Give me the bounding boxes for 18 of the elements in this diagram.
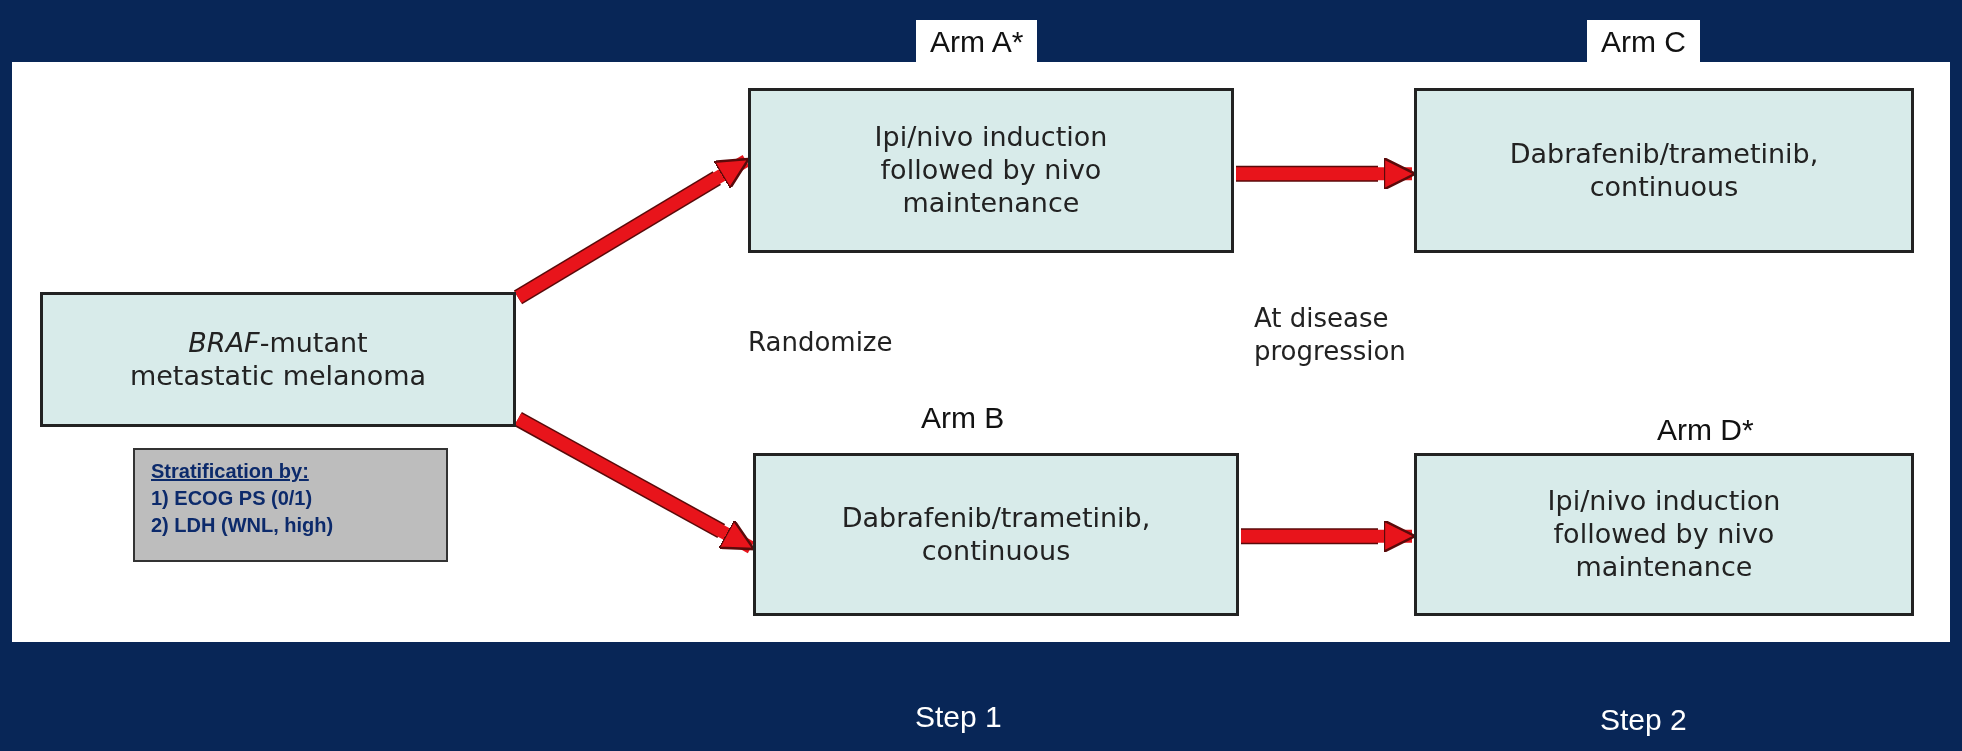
step-label: Step 2 bbox=[1600, 703, 1688, 737]
box-text: BRAF-mutant metastatic melanoma bbox=[128, 326, 428, 393]
process-box bbox=[40, 292, 516, 427]
box-text: Ipi/nivo induction followed by nivo maintenance bbox=[1546, 485, 1782, 584]
arm-label: Arm A* bbox=[916, 20, 1038, 65]
stratification-box bbox=[133, 448, 448, 562]
arm-label: Arm B bbox=[921, 400, 1005, 436]
note-text: Randomize bbox=[748, 326, 894, 359]
list-item: 2) LDH (WNL, high) bbox=[151, 513, 334, 538]
heading: Stratification by: bbox=[151, 459, 309, 484]
arm-label: Arm D* bbox=[1657, 412, 1754, 448]
arm-label: Arm C bbox=[1587, 20, 1700, 65]
box-text: Ipi/nivo induction followed by nivo maintenance bbox=[873, 121, 1109, 220]
note-text: At disease progression bbox=[1254, 302, 1407, 367]
box-text: Dabrafenib/trametinib, continuous bbox=[1508, 137, 1820, 204]
box-text: Dabrafenib/trametinib, continuous bbox=[840, 501, 1152, 568]
list-item: 1) ECOG PS (0/1) bbox=[151, 486, 313, 511]
step-label: Step 1 bbox=[915, 700, 1003, 734]
